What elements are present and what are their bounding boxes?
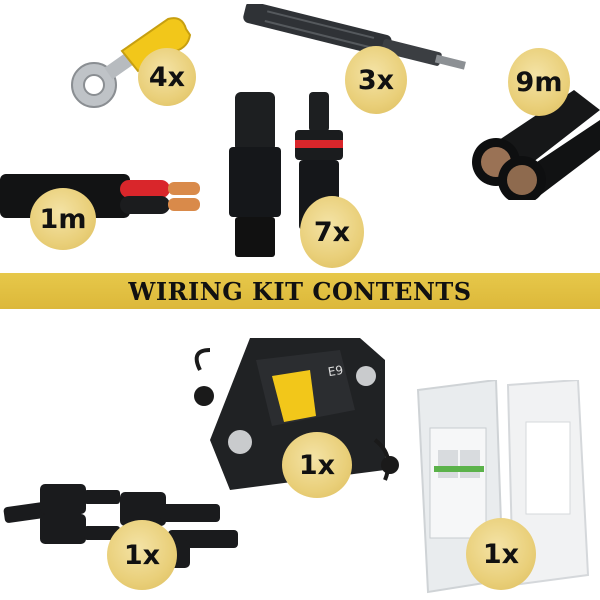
battery-cable-icon: [472, 90, 600, 200]
banner-title: WIRING KIT CONTENTS: [0, 273, 600, 309]
quantity-badge-ring-terminal: 4x: [138, 48, 196, 106]
ring-terminal-icon: [71, 17, 192, 108]
quantity-badge-fuse-connector: 3x: [345, 46, 407, 114]
inline-fuse-connector-icon: [243, 4, 466, 70]
quantity-badge-branch-connector: 1x: [107, 520, 177, 590]
quantity-badge-battery-cable: 9m: [508, 48, 570, 116]
quantity-badge-mc4-connector: 7x: [300, 196, 364, 268]
battery-cable-item: [464, 90, 600, 200]
fuse-connector-item: [232, 4, 482, 84]
quantity-badge-circuit-breaker: 1x: [282, 432, 352, 498]
ring-terminal-item: [60, 5, 210, 115]
quantity-badge-breaker-enclosure: 1x: [466, 518, 536, 590]
quantity-badge-red-black-cable: 1m: [30, 188, 96, 250]
breaker-model-label: E9: [326, 362, 345, 380]
